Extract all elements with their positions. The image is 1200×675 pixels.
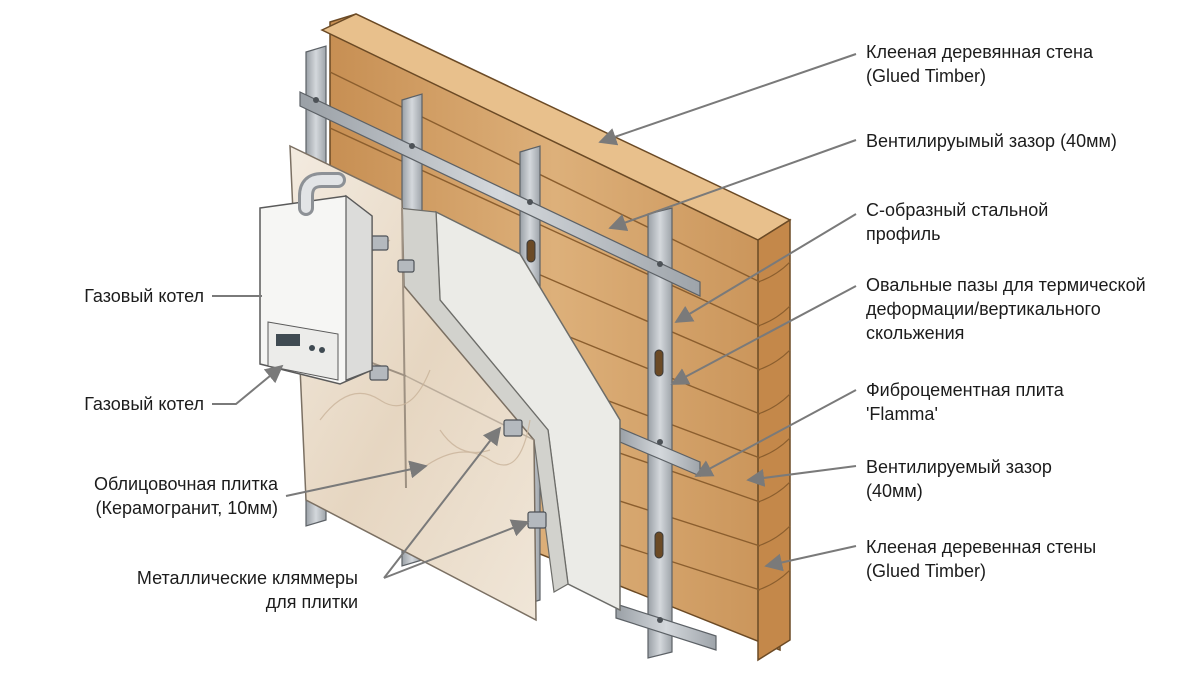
label-line: профиль bbox=[866, 224, 941, 244]
label-line: (40мм) bbox=[866, 481, 923, 501]
label-c-profile: С-образный стальной профиль bbox=[866, 198, 1048, 246]
leader-fiber-cement bbox=[694, 389, 857, 477]
label-line: (Керамогранит, 10мм) bbox=[95, 498, 279, 518]
label-oval-slots: Овальные пазы для термической деформации… bbox=[866, 273, 1146, 345]
label-metal-clamps: Металлические кляммеры для плитки bbox=[137, 566, 358, 614]
label-line: Клееная деревенная стены bbox=[866, 537, 1097, 557]
label-vent-gap-bottom: Вентилируемый зазор (40мм) bbox=[866, 455, 1052, 503]
label-line: (Glued Timber) bbox=[866, 561, 987, 581]
label-line: скольжения bbox=[866, 323, 965, 343]
label-vent-gap-top: Вентилируымый зазор (40мм) bbox=[866, 129, 1117, 153]
clamp-icon bbox=[369, 235, 547, 529]
label-line: Газовый котел bbox=[84, 286, 204, 306]
label-line: С-образный стальной bbox=[866, 200, 1049, 220]
label-line: Металлические кляммеры bbox=[136, 568, 358, 588]
label-line: Газовый котел bbox=[84, 394, 204, 414]
leader-gas-boiler-2 bbox=[212, 364, 284, 405]
leader-glued-timber-top bbox=[598, 53, 857, 146]
label-glued-timber-bottom: Клееная деревенная стены (Glued Timber) bbox=[866, 535, 1096, 583]
leader-vent-gap-top bbox=[608, 139, 857, 232]
label-facing-tile: Облицовочная плитка (Керамогранит, 10мм) bbox=[94, 472, 278, 520]
boiler-icon bbox=[259, 194, 373, 385]
label-line: Фиброцементная плита bbox=[866, 380, 1064, 400]
label-line: Овальные пазы для термической bbox=[866, 275, 1146, 295]
label-line: для плитки bbox=[265, 592, 358, 612]
leader-glued-timber-bottom bbox=[764, 545, 857, 572]
label-line: (Glued Timber) bbox=[866, 66, 987, 86]
flue-pipe-icon bbox=[298, 172, 346, 216]
leader-clamps-b bbox=[383, 519, 530, 579]
label-line: Вентилируемый зазор bbox=[866, 457, 1052, 477]
leader-clamps-a bbox=[383, 426, 502, 579]
oval-slot-icon bbox=[526, 239, 664, 559]
leader-vent-gap-bottom bbox=[746, 465, 857, 487]
label-gas-boiler-1: Газовый котел bbox=[84, 284, 204, 308]
label-fiber-cement: Фиброцементная плита 'Flamma' bbox=[866, 378, 1064, 426]
label-line: Вентилируымый зазор (40мм) bbox=[866, 131, 1117, 151]
leader-c-profile bbox=[674, 213, 857, 323]
label-line: Клееная деревянная стена bbox=[866, 42, 1093, 62]
leader-facing-tile bbox=[285, 460, 428, 497]
leader-arrow-icon bbox=[212, 53, 857, 579]
label-line: Облицовочная плитка bbox=[93, 474, 278, 494]
leader-oval-slots bbox=[670, 285, 857, 385]
label-line: деформации/вертикального bbox=[866, 299, 1101, 319]
label-line: 'Flamma' bbox=[866, 404, 938, 424]
label-glued-timber-top: Клееная деревянная стена (Glued Timber) bbox=[866, 40, 1093, 88]
label-gas-boiler-2: Газовый котел bbox=[84, 392, 204, 416]
